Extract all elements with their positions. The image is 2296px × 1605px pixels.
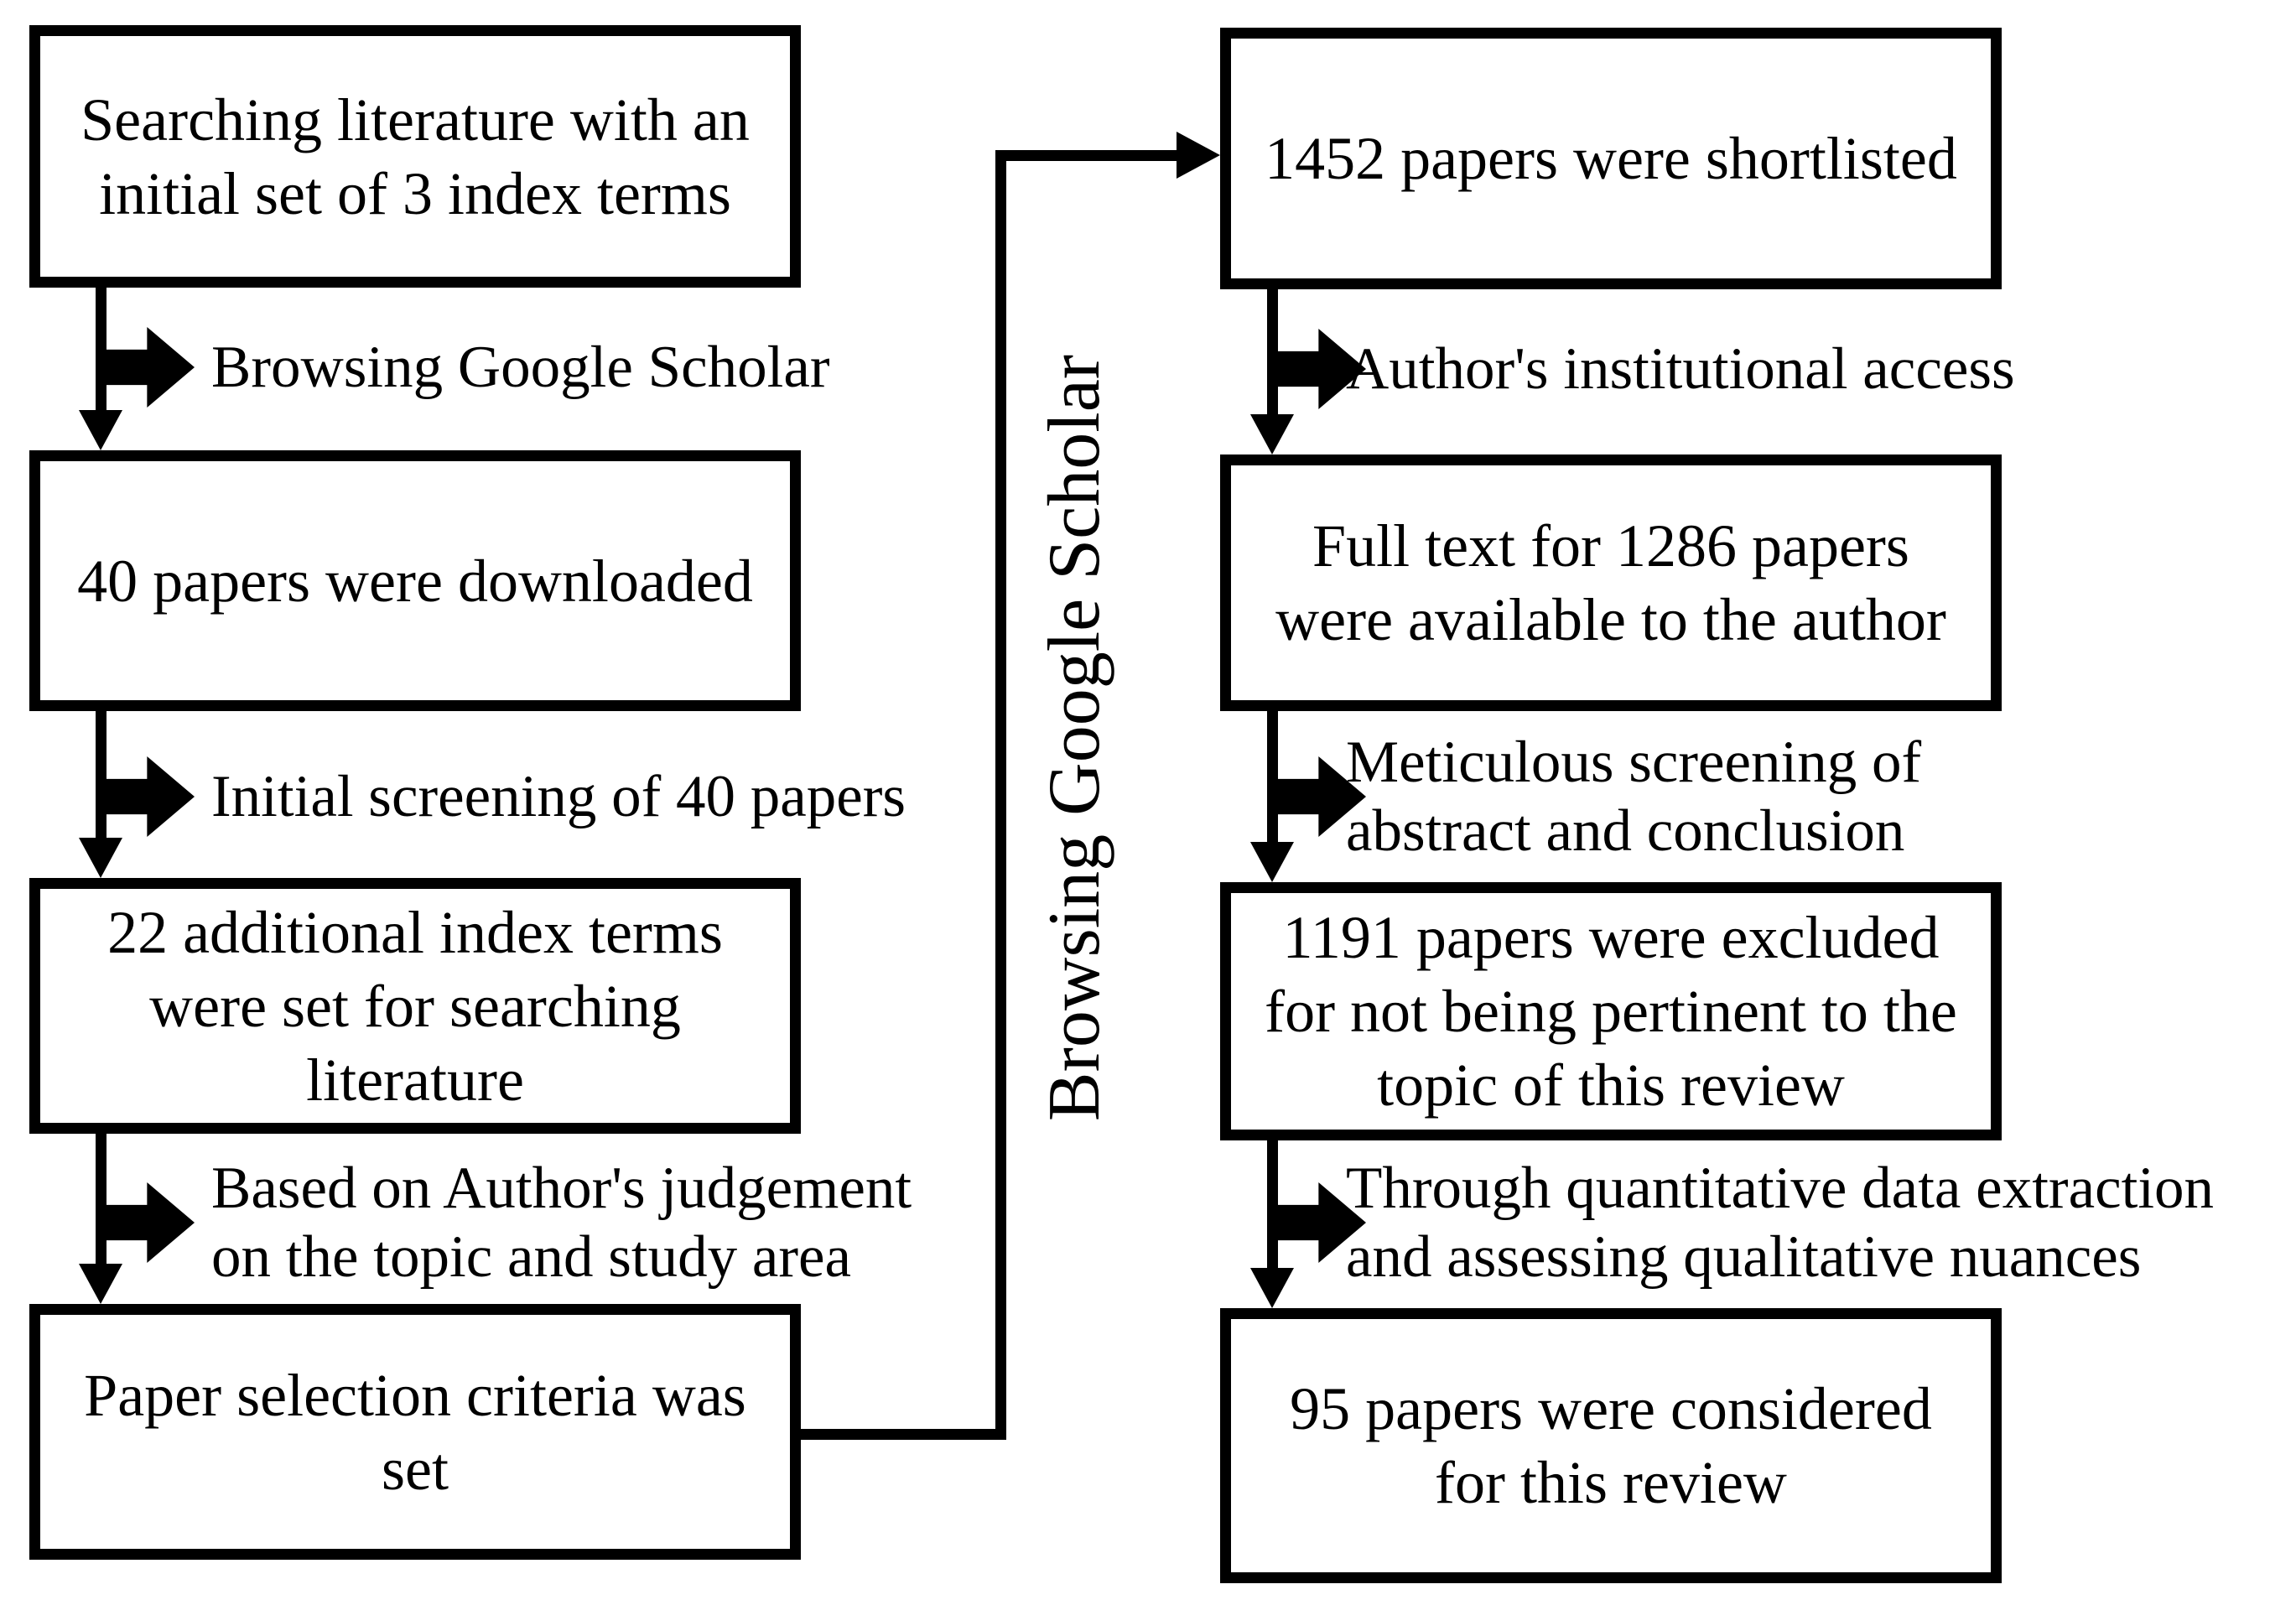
arrow-label-authors-judgement: Based on Author's judgement on the topic…	[211, 1156, 912, 1290]
thick-right-arrow-icon	[96, 327, 195, 408]
box-additional-index-terms: 22 additional index terms were set for s…	[29, 878, 801, 1134]
arrow-label-browsing-google-scholar: Browsing Google Scholar	[211, 335, 830, 400]
down-arrowhead-icon	[79, 838, 122, 878]
box-initial-search: Searching literature with an initial set…	[29, 25, 801, 288]
down-arrowhead-icon	[1250, 1268, 1294, 1308]
left-connector-line-1	[96, 288, 106, 410]
arrow-label-data-extraction: Through quantitative data extraction and…	[1346, 1156, 2215, 1290]
thick-right-arrow-icon	[96, 1182, 195, 1263]
left-connector-line-2	[96, 711, 106, 838]
right-connector-line-3	[1267, 1140, 1278, 1268]
thick-right-arrow-icon	[96, 756, 195, 837]
box-papers-considered: 95 papers were considered for this revie…	[1220, 1308, 2002, 1583]
arrow-label-meticulous-screening: Meticulous screening of abstract and con…	[1346, 730, 1922, 864]
vertical-connector-label: Browsing Google Scholar	[1034, 354, 1115, 1122]
box-papers-shortlisted: 1452 papers were shortlisted	[1220, 28, 2002, 289]
middle-connector-bottom-segment	[795, 1429, 1006, 1440]
down-arrowhead-icon	[79, 410, 122, 450]
box-full-text-available: Full text for 1286 papers were available…	[1220, 454, 2002, 711]
arrow-label-institutional-access: Author's institutional access	[1346, 336, 2015, 402]
box-papers-downloaded: 40 papers were downloaded	[29, 450, 801, 711]
down-arrowhead-icon	[79, 1264, 122, 1304]
down-arrowhead-icon	[1250, 414, 1294, 454]
down-arrowhead-icon	[1250, 842, 1294, 882]
arrow-label-initial-screening: Initial screening of 40 papers	[211, 764, 906, 829]
right-connector-line-2	[1267, 711, 1278, 842]
left-connector-line-3	[96, 1134, 106, 1264]
middle-connector-vertical-segment	[995, 150, 1006, 1440]
box-papers-excluded: 1191 papers were excluded for not being …	[1220, 882, 2002, 1140]
middle-connector-top-segment	[995, 150, 1177, 161]
box-selection-criteria: Paper selection criteria was set	[29, 1304, 801, 1560]
right-arrowhead-icon	[1177, 132, 1220, 179]
